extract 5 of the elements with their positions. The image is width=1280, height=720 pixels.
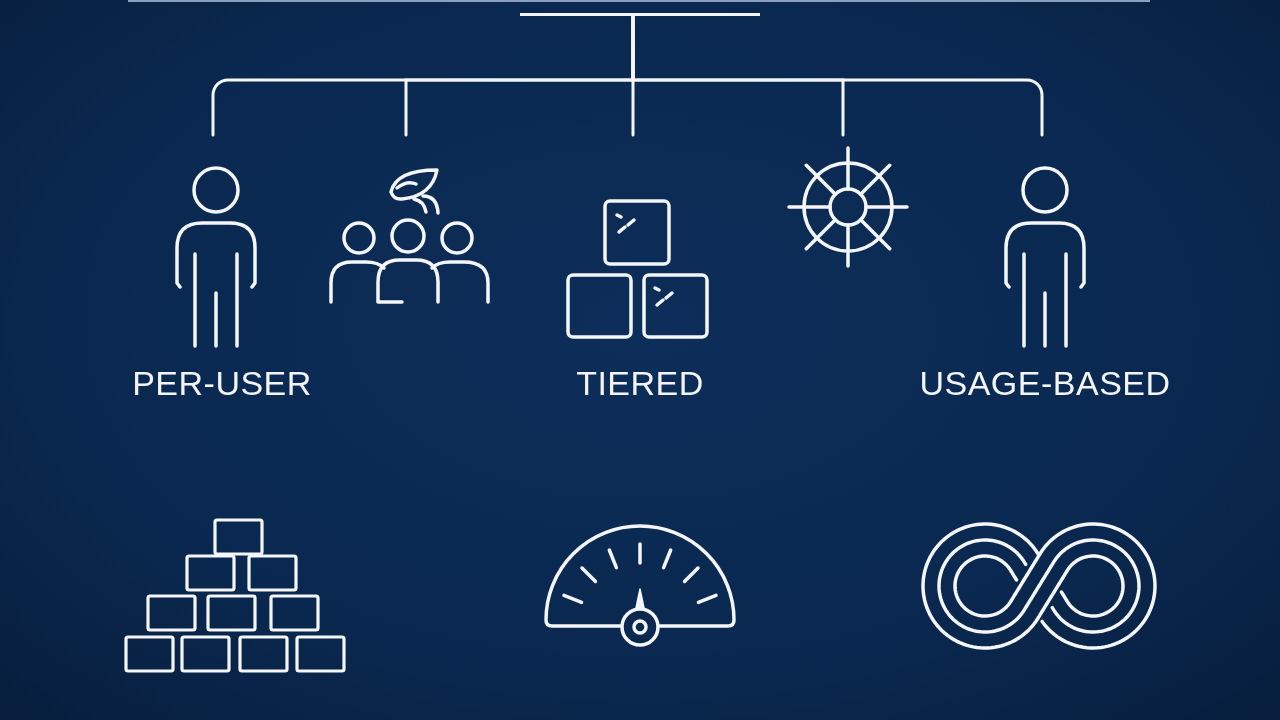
node-label: PER-USER xyxy=(132,364,312,404)
node-label: TIERED xyxy=(576,364,704,404)
connector-line xyxy=(631,14,1044,137)
root-bar xyxy=(520,13,760,16)
node-label: USAGE-BASED xyxy=(919,364,1171,404)
